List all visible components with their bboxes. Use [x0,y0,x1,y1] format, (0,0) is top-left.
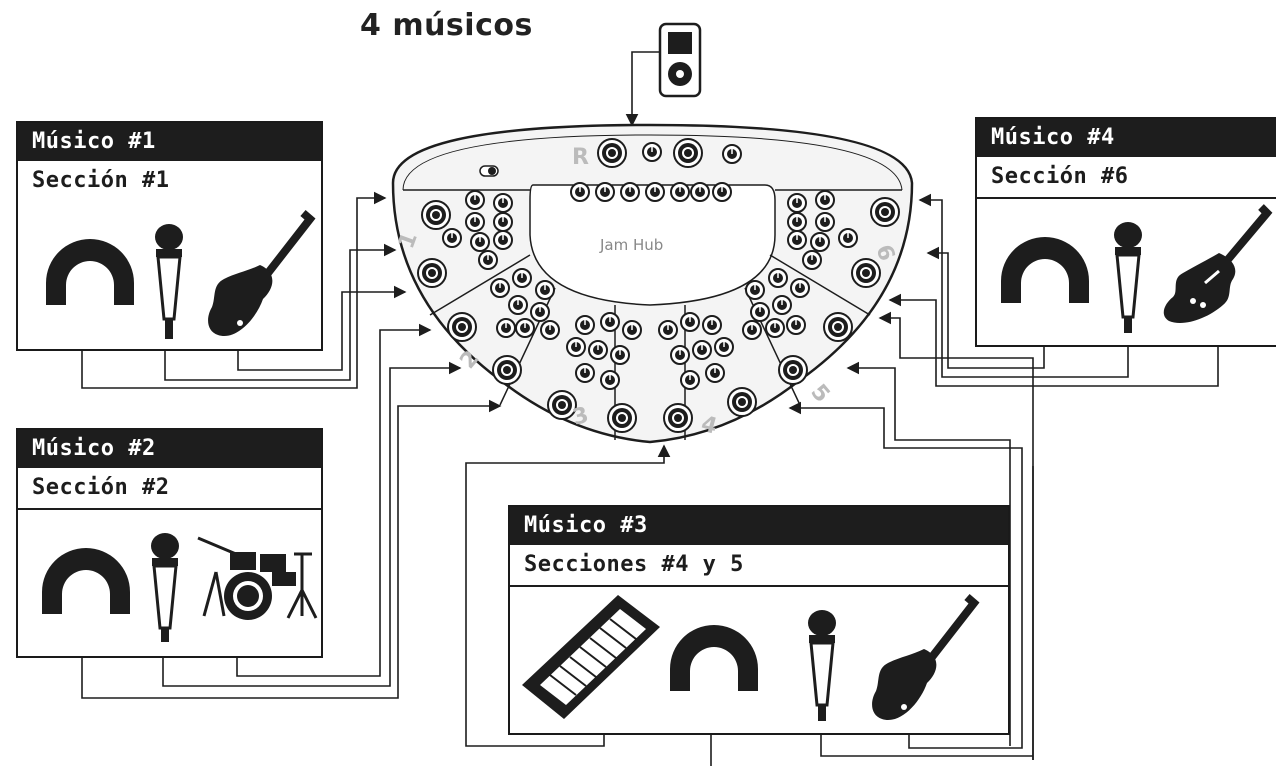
musician-4-section: Sección #6 [977,157,1276,199]
section-3-controls: 3 [547,312,642,433]
hub-logo: Jam Hub [599,236,663,254]
section-label-r: R [572,145,589,170]
musician-2-panel: Músico #2 Sección #2 [16,428,323,658]
musician-3-title: Músico #3 [510,507,1008,545]
musician-1-title: Músico #1 [18,123,321,161]
musician-1-section: Sección #1 [32,168,170,193]
musician-2-title: Músico #2 [18,430,321,468]
musician-4-panel: Músico #4 Sección #6 [975,117,1276,347]
electric-guitar-icon [208,209,316,337]
section-4-controls: 4 [658,312,757,440]
bass-guitar-icon [1163,204,1273,324]
microphone-icon [1114,222,1142,333]
jamhub-device: R Jam Hub 1 [391,123,914,444]
microphone-icon [155,224,183,339]
headphones-icon [670,625,758,691]
headphones-icon [1001,237,1089,303]
electric-guitar-icon [872,593,980,721]
microphone-icon [808,610,836,721]
section-label-5: 5 [805,380,834,408]
musician-3-panel: Músico #3 Secciones #4 y 5 [508,505,1010,735]
headphones-icon [42,548,130,614]
microphone-icon [151,533,179,642]
musician-2-section: Sección #2 [18,468,321,510]
section-label-4: 4 [698,412,719,440]
section-label-3: 3 [570,403,591,431]
drum-kit-icon [197,536,318,620]
headphones-icon [46,239,134,305]
media-player-icon [658,22,702,98]
keyboard-icon [522,595,660,719]
musician-3-section: Secciones #4 y 5 [510,545,1008,587]
diagram-title: 4 músicos [360,8,533,43]
musician-4-title: Músico #4 [977,119,1276,157]
musician-1-panel: Músico #1 Sección #1 [16,121,323,351]
